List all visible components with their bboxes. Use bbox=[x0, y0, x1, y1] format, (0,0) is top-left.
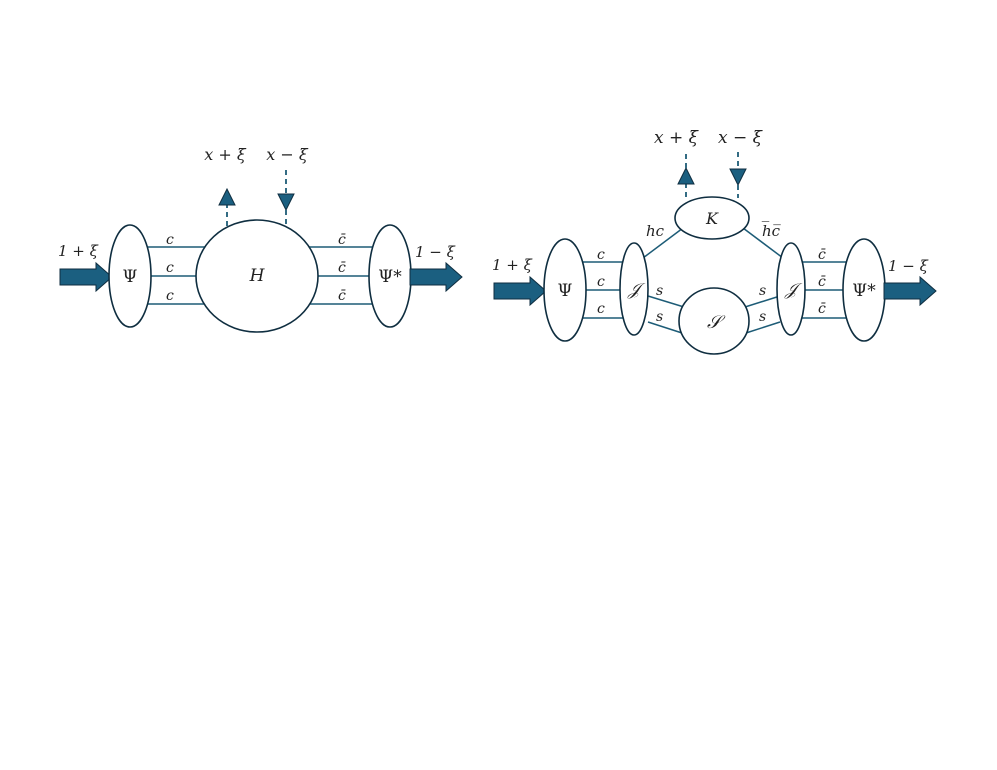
right-psi-star-label: Ψ* bbox=[852, 281, 876, 301]
right-s-label-left-2: s bbox=[656, 309, 663, 325]
right-cbar-label-2: c̄ bbox=[818, 274, 826, 290]
right-s-label-right-2: s bbox=[759, 309, 766, 325]
left-psi-star-label: Ψ* bbox=[378, 267, 402, 287]
right-cbar-label-3: c̄ bbox=[818, 301, 826, 317]
left-out-momentum-label: 1 − ξ bbox=[415, 243, 456, 261]
right-top-in-arrowhead bbox=[729, 168, 747, 187]
right-incoming-arrow bbox=[493, 275, 547, 307]
right-s-label-right-1: s bbox=[759, 283, 766, 299]
right-cbar-label-1: c̄ bbox=[818, 247, 826, 263]
left-diagram: 1 + ξ c c c c̄ c̄ c̄ Ψ H Ψ* 1 − ξ x + ξ bbox=[58, 145, 463, 333]
left-psi-blob bbox=[108, 224, 152, 328]
right-top-out-label: x + ξ bbox=[654, 128, 700, 148]
right-s-line-right-2 bbox=[745, 321, 781, 334]
right-c-label-3: c bbox=[597, 301, 605, 317]
right-s-label-left-1: s bbox=[656, 283, 663, 299]
left-hard-label: H bbox=[249, 266, 266, 286]
right-psi-blob bbox=[543, 238, 587, 342]
right-outgoing-arrow bbox=[883, 275, 937, 307]
right-c-label-1: c bbox=[597, 247, 605, 263]
right-kernel-label: K bbox=[705, 209, 719, 228]
left-psi-label: Ψ bbox=[123, 267, 138, 287]
right-top-out-arrowhead bbox=[677, 166, 695, 185]
left-c-label-3: c bbox=[166, 288, 174, 304]
left-top-out-arrowhead bbox=[218, 187, 236, 206]
right-hcbar-label: h̅c̅ bbox=[761, 221, 780, 240]
right-soft-blob bbox=[678, 287, 750, 355]
left-cbar-label-3: c̄ bbox=[338, 288, 346, 304]
right-hc-line bbox=[642, 227, 684, 259]
left-top-in-label: x − ξ bbox=[266, 145, 309, 164]
left-c-label-1: c bbox=[166, 232, 174, 248]
right-s-line-right-1 bbox=[744, 295, 781, 308]
left-in-momentum-label: 1 + ξ bbox=[58, 242, 99, 260]
right-kernel-blob bbox=[674, 196, 750, 240]
left-c-label-2: c bbox=[166, 260, 174, 276]
right-jet-right-blob bbox=[776, 242, 806, 336]
left-hard-blob bbox=[195, 219, 319, 333]
right-out-momentum-label: 1 − ξ bbox=[888, 257, 929, 275]
right-in-momentum-label: 1 + ξ bbox=[492, 256, 533, 274]
right-jet-left-blob bbox=[619, 242, 649, 336]
right-psi-label: Ψ bbox=[558, 281, 573, 301]
right-diagram: 1 + ξ c c c c̄ c̄ c̄ hc h̅c̅ s s s s Ψ bbox=[492, 128, 937, 355]
left-cbar-label-2: c̄ bbox=[338, 260, 346, 276]
right-hcbar-line bbox=[742, 227, 784, 259]
left-cbar-label-1: c̄ bbox=[338, 232, 346, 248]
left-outgoing-arrow bbox=[409, 261, 463, 293]
right-s-line-left-2 bbox=[647, 321, 683, 334]
right-c-label-2: c bbox=[597, 274, 605, 290]
right-top-in-label: x − ξ bbox=[718, 128, 764, 148]
left-top-out-label: x + ξ bbox=[204, 145, 247, 164]
right-hc-label: hc bbox=[646, 222, 665, 240]
left-top-in-arrowhead bbox=[277, 193, 295, 212]
left-incoming-arrow bbox=[59, 261, 113, 293]
right-s-line-left-1 bbox=[647, 295, 685, 308]
